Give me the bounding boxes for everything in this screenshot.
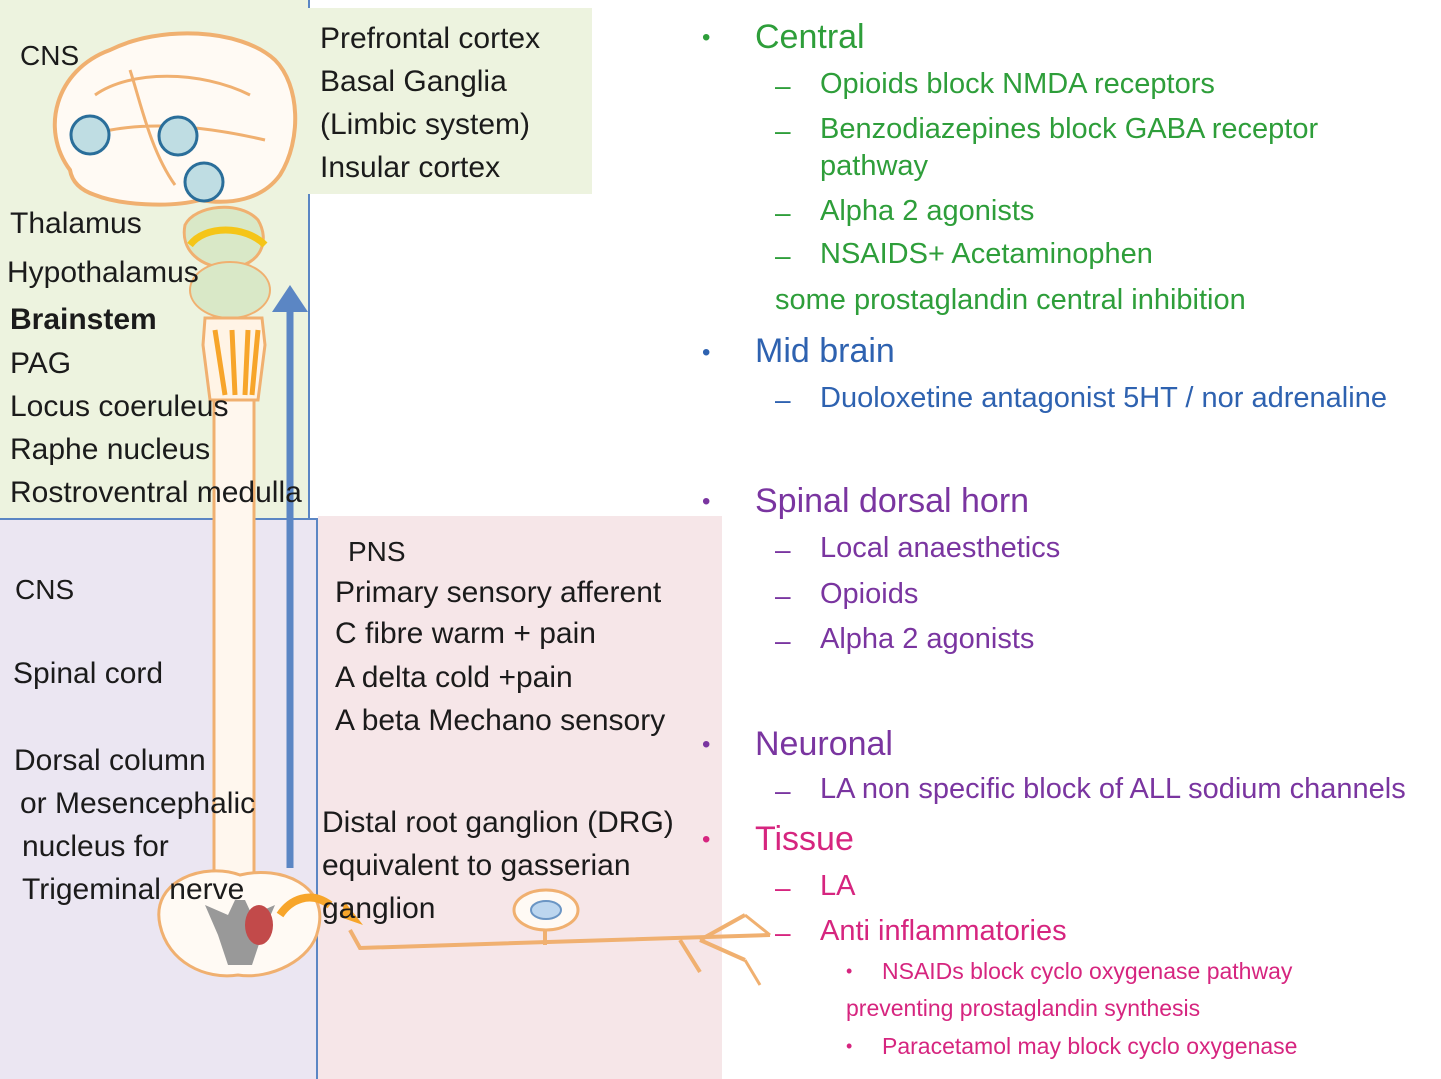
- structure-brainstem: Brainstem: [10, 303, 157, 336]
- prefrontal-marker: [69, 114, 111, 156]
- sub-bullet-marker: •: [846, 961, 853, 981]
- dash: –: [775, 70, 791, 101]
- central-item: NSAIDS+ Acetaminophen: [820, 238, 1153, 270]
- heading-spinal: Spinal dorsal horn: [755, 482, 1030, 520]
- spinal-panel: [0, 518, 318, 1079]
- bullet-central-marker: •: [702, 24, 711, 51]
- spinal-item: Opioids: [820, 578, 919, 610]
- bullet-midbrain-marker: •: [702, 339, 711, 366]
- structure-pag: PAG: [10, 347, 72, 380]
- central-item: Alpha 2 agonists: [820, 195, 1035, 227]
- dash: –: [775, 872, 791, 903]
- dorsal-line: or Mesencephalic: [20, 787, 256, 820]
- dorsal-line: Trigeminal nerve: [22, 873, 245, 906]
- fibre-line: Primary sensory afferent: [335, 576, 662, 609]
- dash: –: [775, 534, 791, 565]
- dash: –: [775, 115, 791, 146]
- dorsal-line: Dorsal column: [14, 744, 206, 777]
- structure-rostroventral-medulla: Rostroventral medulla: [10, 476, 302, 509]
- peripheral-nerve: [348, 929, 771, 951]
- fibre-line: A delta cold +pain: [335, 661, 573, 694]
- central-item: Opioids block NMDA receptors: [820, 68, 1215, 100]
- midbrain-item: Duoloxetine antagonist 5HT / nor adrenal…: [820, 382, 1387, 414]
- heading-neuronal: Neuronal: [755, 725, 893, 763]
- dash: –: [775, 625, 791, 656]
- central-item-continued: pathway: [820, 150, 929, 182]
- fibre-line: C fibre warm + pain: [335, 617, 596, 650]
- structure-raphe-nucleus: Raphe nucleus: [10, 433, 211, 466]
- structure-locus-coeruleus: Locus coeruleus: [10, 390, 229, 423]
- pns-title: PNS: [348, 536, 406, 567]
- dash: –: [775, 775, 791, 806]
- tissue-item: Anti inflammatories: [820, 915, 1067, 947]
- bullet-spinal-marker: •: [702, 488, 711, 515]
- dash: –: [775, 384, 791, 415]
- tissue-subitem-continued: preventing prostaglandin synthesis: [846, 995, 1201, 1021]
- thalamus-shape: [182, 205, 265, 270]
- cortex-panel: [300, 8, 592, 194]
- sub-bullet-marker: •: [846, 1036, 853, 1056]
- bullet-neuronal-marker: •: [702, 731, 711, 758]
- cortex-line: Insular cortex: [320, 151, 501, 184]
- hypothalamus-shape: [189, 261, 271, 319]
- spinal-cord-label: Spinal cord: [13, 657, 164, 690]
- drg-line: ganglion: [322, 892, 436, 925]
- tissue-item: LA: [820, 870, 856, 902]
- insular-marker: [183, 161, 225, 203]
- tissue-subitem: Paracetamol may block cyclo oxygenase: [882, 1033, 1298, 1059]
- central-item: Benzodiazepines block GABA receptor: [820, 113, 1319, 145]
- cortex-line: (Limbic system): [320, 108, 531, 141]
- cortex-line: Prefrontal cortex: [320, 22, 541, 55]
- heading-midbrain: Mid brain: [755, 332, 895, 370]
- dash: –: [775, 580, 791, 611]
- dorsal-horn-marker: [245, 905, 273, 945]
- neuronal-item: LA non specific block of ALL sodium chan…: [820, 773, 1406, 805]
- structure-thalamus: Thalamus: [10, 207, 142, 240]
- brain-cns-label: CNS: [20, 40, 80, 71]
- dorsal-line: nucleus for: [22, 830, 169, 863]
- bullet-tissue-marker: •: [702, 826, 711, 853]
- structure-hypothalamus: Hypothalamus: [7, 256, 199, 289]
- spinal-item: Local anaesthetics: [820, 532, 1061, 564]
- cortex-line: Basal Ganglia: [320, 65, 507, 98]
- heading-tissue: Tissue: [755, 820, 854, 858]
- spinal-item: Alpha 2 agonists: [820, 623, 1035, 655]
- dash: –: [775, 197, 791, 228]
- spinal-cns-label: CNS: [15, 574, 75, 605]
- central-note: some prostaglandin central inhibition: [775, 284, 1246, 316]
- drg-line: Distal root ganglion (DRG): [322, 806, 674, 839]
- dash: –: [775, 240, 791, 271]
- spinal-cord-shape: [212, 398, 256, 882]
- pns-panel: [318, 516, 722, 1079]
- fibre-line: A beta Mechano sensory: [335, 704, 666, 737]
- dash: –: [775, 917, 791, 948]
- basal-ganglia-marker: [157, 115, 199, 157]
- drg-line: equivalent to gasserian: [322, 849, 631, 882]
- heading-central: Central: [755, 18, 865, 56]
- tissue-subitem: NSAIDs block cyclo oxygenase pathway: [882, 958, 1293, 984]
